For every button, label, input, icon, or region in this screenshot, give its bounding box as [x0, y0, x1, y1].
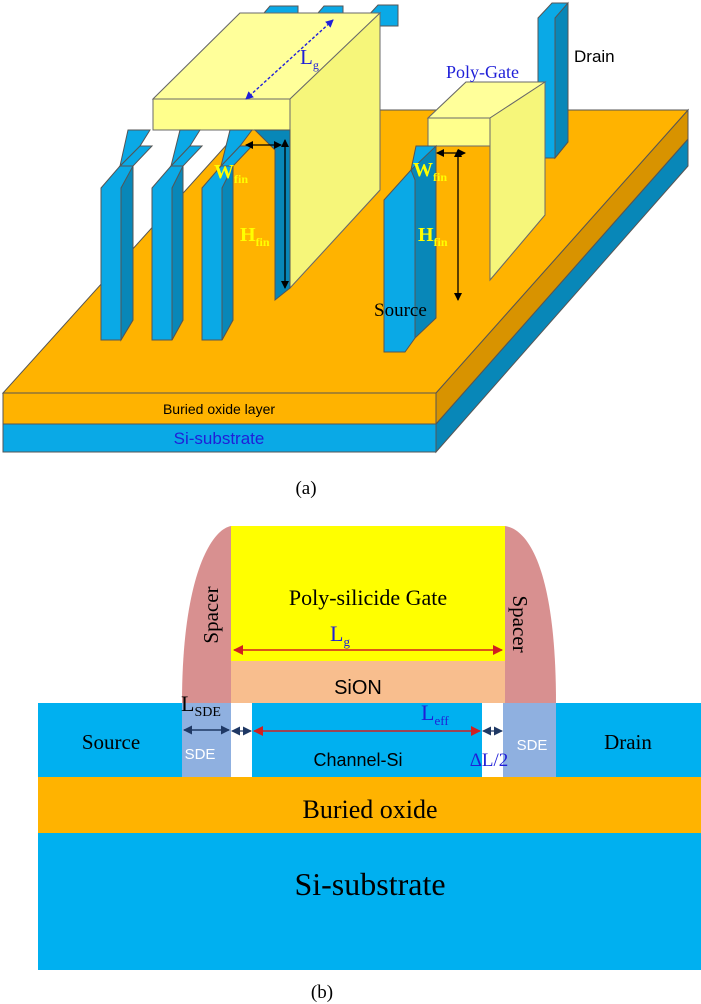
gate-label-b: Poly-silicide Gate	[289, 585, 447, 610]
sde-left-region	[182, 703, 231, 777]
drain-label-b: Drain	[604, 730, 652, 754]
lg-arrow-a	[245, 19, 334, 100]
spacer-right	[505, 526, 556, 703]
leff-label: Leff	[421, 700, 449, 728]
channel-label: Channel-Si	[313, 750, 402, 770]
sion-layer	[231, 661, 505, 703]
lsde-label: LSDE	[181, 691, 221, 720]
front-fin-2	[151, 165, 184, 341]
figure-a: Lg Poly-Gate Drain Wfin Hfin Wfin Hfin S…	[1, 1, 690, 499]
buried-oxide-b	[38, 777, 701, 833]
source-label-b: Source	[82, 730, 140, 754]
lg-label-b: Lg	[330, 621, 350, 649]
wfin-label-left: Wfin	[214, 161, 248, 186]
caption-a: (a)	[295, 478, 316, 499]
caption-b: (b)	[311, 982, 333, 1003]
poly-silicide-gate	[231, 526, 505, 661]
delta-gap-right	[482, 703, 503, 777]
source-label-a: Source	[374, 300, 427, 321]
figure-b: Poly-silicide Gate Spacer Spacer Lg SiON…	[38, 526, 701, 1003]
sde-right-region	[503, 703, 556, 777]
silicon-layer-b	[38, 703, 701, 777]
spacer-left	[182, 526, 231, 703]
front-fin-1	[100, 165, 134, 342]
delta-gap-left	[231, 703, 252, 777]
delta-l-label: ΔL/2	[470, 750, 509, 771]
hfin-label-left: Hfin	[240, 224, 270, 249]
front-fin-3	[201, 165, 234, 341]
si-substrate-label-b: Si-substrate	[294, 866, 445, 902]
spacer-left-label: Spacer	[199, 586, 223, 643]
poly-gate-label: Poly-Gate	[446, 62, 519, 82]
buried-oxide-layer-label: Buried oxide layer	[163, 401, 275, 417]
source-fin	[383, 144, 437, 353]
lg-label-a: Lg	[300, 45, 319, 72]
si-substrate-label-a: Si-substrate	[174, 429, 265, 448]
sion-label: SiON	[334, 677, 382, 699]
hfin-label-right: Hfin	[418, 224, 448, 249]
si-substrate-slab-a	[2, 137, 689, 454]
drain-label-a: Drain	[574, 47, 615, 66]
si-substrate-b	[38, 833, 701, 970]
right-gate-box	[426, 81, 547, 282]
wfin-label-right: Wfin	[413, 159, 447, 184]
sde-right-label: SDE	[517, 737, 548, 754]
sde-left-label: SDE	[185, 746, 216, 763]
spacer-right-label: Spacer	[508, 595, 532, 652]
front-fin-tops	[118, 145, 254, 167]
buried-oxide-label-b: Buried oxide	[302, 795, 437, 824]
